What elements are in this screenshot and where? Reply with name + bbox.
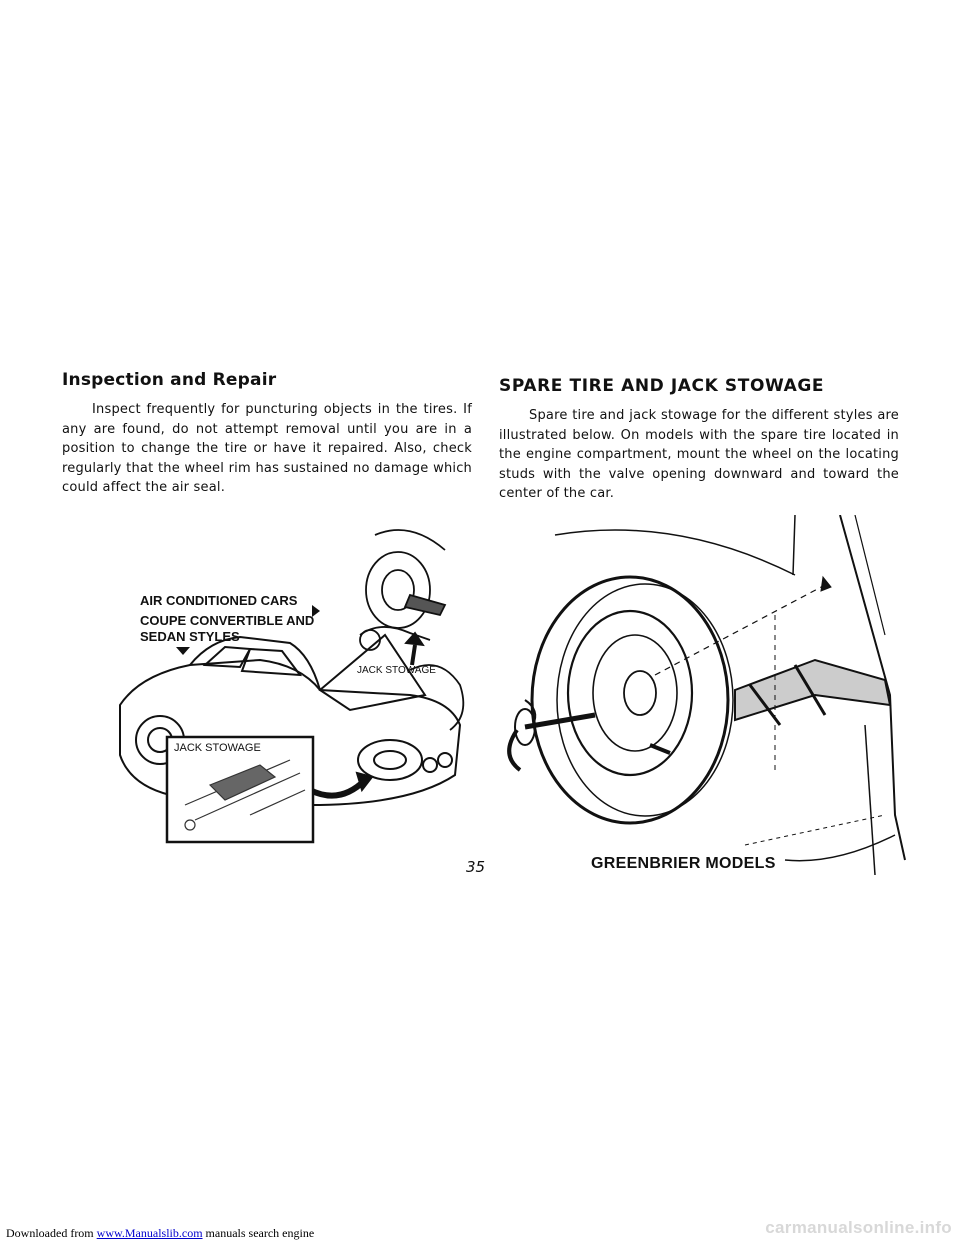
spare-tire-heading: SPARE TIRE AND JACK STOWAGE [499,376,825,396]
car-trunk-drawing [119,529,465,844]
manualslib-link[interactable]: www.Manualslib.com [96,1226,203,1240]
label-air-conditioned-cars: AIR CONDITIONED CARS [140,593,298,608]
spare-tire-body: Spare tire and jack stowage for the diff… [499,408,899,501]
page-number: 35 [466,858,486,876]
spare-tire-section: SPARE TIRE AND JACK STOWAGE Spare tire a… [499,376,899,504]
footer-prefix: Downloaded from [6,1226,97,1240]
inspection-body: Inspect frequently for puncturing object… [62,402,472,495]
greenbrier-tire-illustration: GREENBRIER MODELS [495,515,910,885]
label-coupe-convertible-sedan: COUPE CONVERTIBLE AND SEDAN STYLES [140,613,315,644]
inspection-heading: Inspection and Repair [62,370,277,390]
inspection-section: Inspection and Repair Inspect frequently… [62,370,472,498]
greenbrier-tire-drawing [507,515,906,876]
car-trunk-illustration: AIR CONDITIONED CARS COUPE CONVERTIBLE A… [110,515,490,845]
label-greenbrier-models: GREENBRIER MODELS [591,855,776,872]
footer-suffix: manuals search engine [202,1226,315,1240]
watermark: carmanualsonline.info [765,1218,952,1237]
label-jack-stowage-inset: JACK STOWAGE [174,742,261,754]
download-footer: Downloaded from www.Manualslib.com manua… [6,1226,314,1241]
label-jack-stowage-right: JACK STOWAGE [357,665,436,676]
